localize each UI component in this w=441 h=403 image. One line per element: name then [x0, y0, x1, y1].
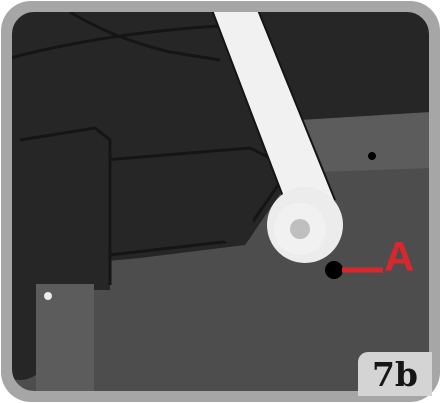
hole-a — [325, 261, 343, 279]
inner-frame-border — [8, 8, 433, 395]
callout-label-a: A — [384, 233, 415, 280]
hex-bolt — [290, 219, 310, 239]
step-badge: 7b — [358, 352, 432, 396]
vertical-bracket — [10, 128, 110, 290]
upper-body-rim — [10, 24, 221, 60]
step-label: 7b — [371, 355, 419, 394]
small-screw-hole — [368, 152, 376, 160]
upper-body-rim-2 — [69, 10, 221, 62]
mounting-hole-large — [218, 209, 254, 245]
lever-arm-outline — [211, 10, 336, 216]
upper-machine-body — [10, 10, 431, 150]
lever-arm — [212, 10, 335, 215]
lower-left-post — [36, 284, 94, 393]
post-screw — [44, 292, 52, 300]
bracket-edge — [19, 126, 112, 285]
right-plate — [300, 112, 431, 172]
